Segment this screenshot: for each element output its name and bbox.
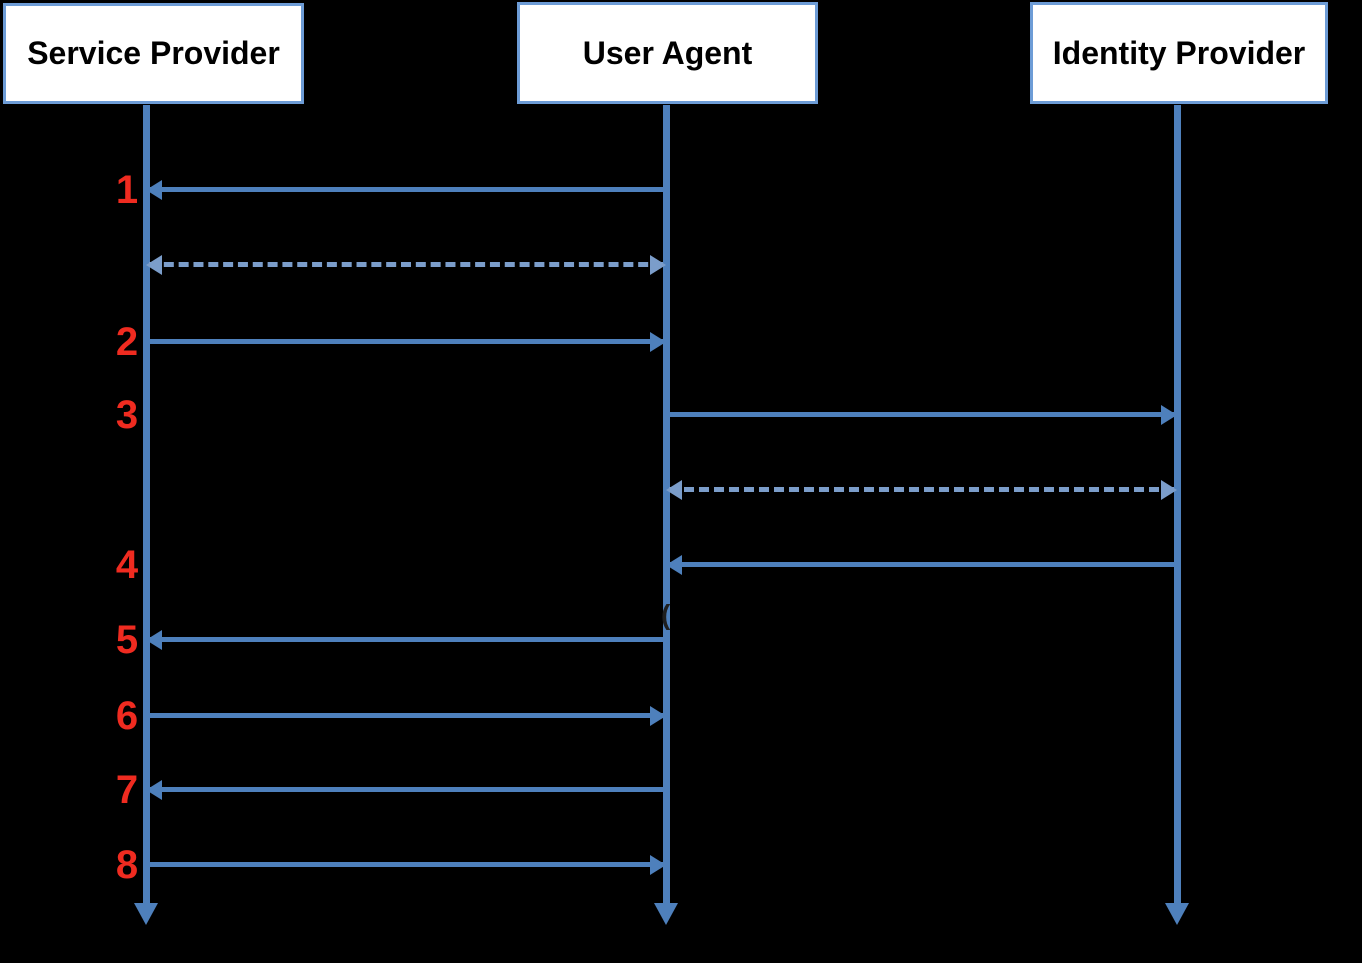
message-arrow-dashed-4 xyxy=(666,478,1177,502)
step-number-7: 7 xyxy=(115,768,139,812)
solid-message-line xyxy=(669,412,1174,417)
arrowhead-right-icon xyxy=(1161,405,1177,425)
arrowhead-right-icon xyxy=(650,332,666,352)
arrowhead-left-icon xyxy=(146,180,162,200)
actor-box-service-provider: Service Provider xyxy=(3,3,304,104)
arrowhead-right-icon xyxy=(650,255,666,275)
actor-box-user-agent: User Agent xyxy=(517,2,818,104)
step-number-4: 4 xyxy=(115,543,139,587)
step-number-3: 3 xyxy=(115,393,139,437)
actor-box-identity-provider: Identity Provider xyxy=(1030,2,1328,104)
lifeline-identity-provider xyxy=(1174,105,1181,905)
lifeline-down-arrowhead-icon xyxy=(654,903,678,925)
arrowhead-right-icon xyxy=(650,706,666,726)
actor-label-service-provider: Service Provider xyxy=(27,35,280,71)
message-arrow-6 xyxy=(149,704,666,728)
lifeline-down-arrowhead-icon xyxy=(1165,903,1189,925)
faint-text-artifact: ( xyxy=(661,599,671,630)
message-arrow-5 xyxy=(146,628,663,652)
arrowhead-right-icon xyxy=(650,855,666,875)
solid-message-line xyxy=(149,713,663,718)
actor-label-identity-provider: Identity Provider xyxy=(1052,34,1306,71)
message-arrow-7 xyxy=(146,778,663,802)
message-arrow-3 xyxy=(669,403,1177,427)
step-number-6: 6 xyxy=(115,694,139,738)
lifeline-service-provider xyxy=(143,105,150,905)
arrowhead-left-icon xyxy=(146,630,162,650)
message-arrow-1 xyxy=(146,178,663,202)
solid-message-line xyxy=(149,862,663,867)
solid-message-line xyxy=(149,187,663,192)
solid-message-line xyxy=(669,562,1174,567)
solid-message-line xyxy=(149,339,663,344)
message-arrow-4 xyxy=(666,553,1174,577)
lifeline-user-agent xyxy=(663,105,670,905)
arrowhead-right-icon xyxy=(1161,480,1177,500)
step-number-8: 8 xyxy=(115,843,139,887)
dashed-message-line xyxy=(149,262,663,267)
lifeline-down-arrowhead-icon xyxy=(134,903,158,925)
message-arrow-dashed-1 xyxy=(146,253,666,277)
step-number-2: 2 xyxy=(115,320,139,364)
arrowhead-left-icon xyxy=(666,555,682,575)
arrowhead-left-icon xyxy=(146,780,162,800)
arrowhead-left-icon xyxy=(666,480,682,500)
step-number-1: 1 xyxy=(115,168,139,212)
message-arrow-2 xyxy=(149,330,666,354)
step-number-5: 5 xyxy=(115,618,139,662)
solid-message-line xyxy=(149,787,663,792)
message-arrow-8 xyxy=(149,853,666,877)
solid-message-line xyxy=(149,637,663,642)
arrowhead-left-icon xyxy=(146,255,162,275)
dashed-message-line xyxy=(669,487,1174,492)
actor-label-user-agent: User Agent xyxy=(582,34,753,71)
